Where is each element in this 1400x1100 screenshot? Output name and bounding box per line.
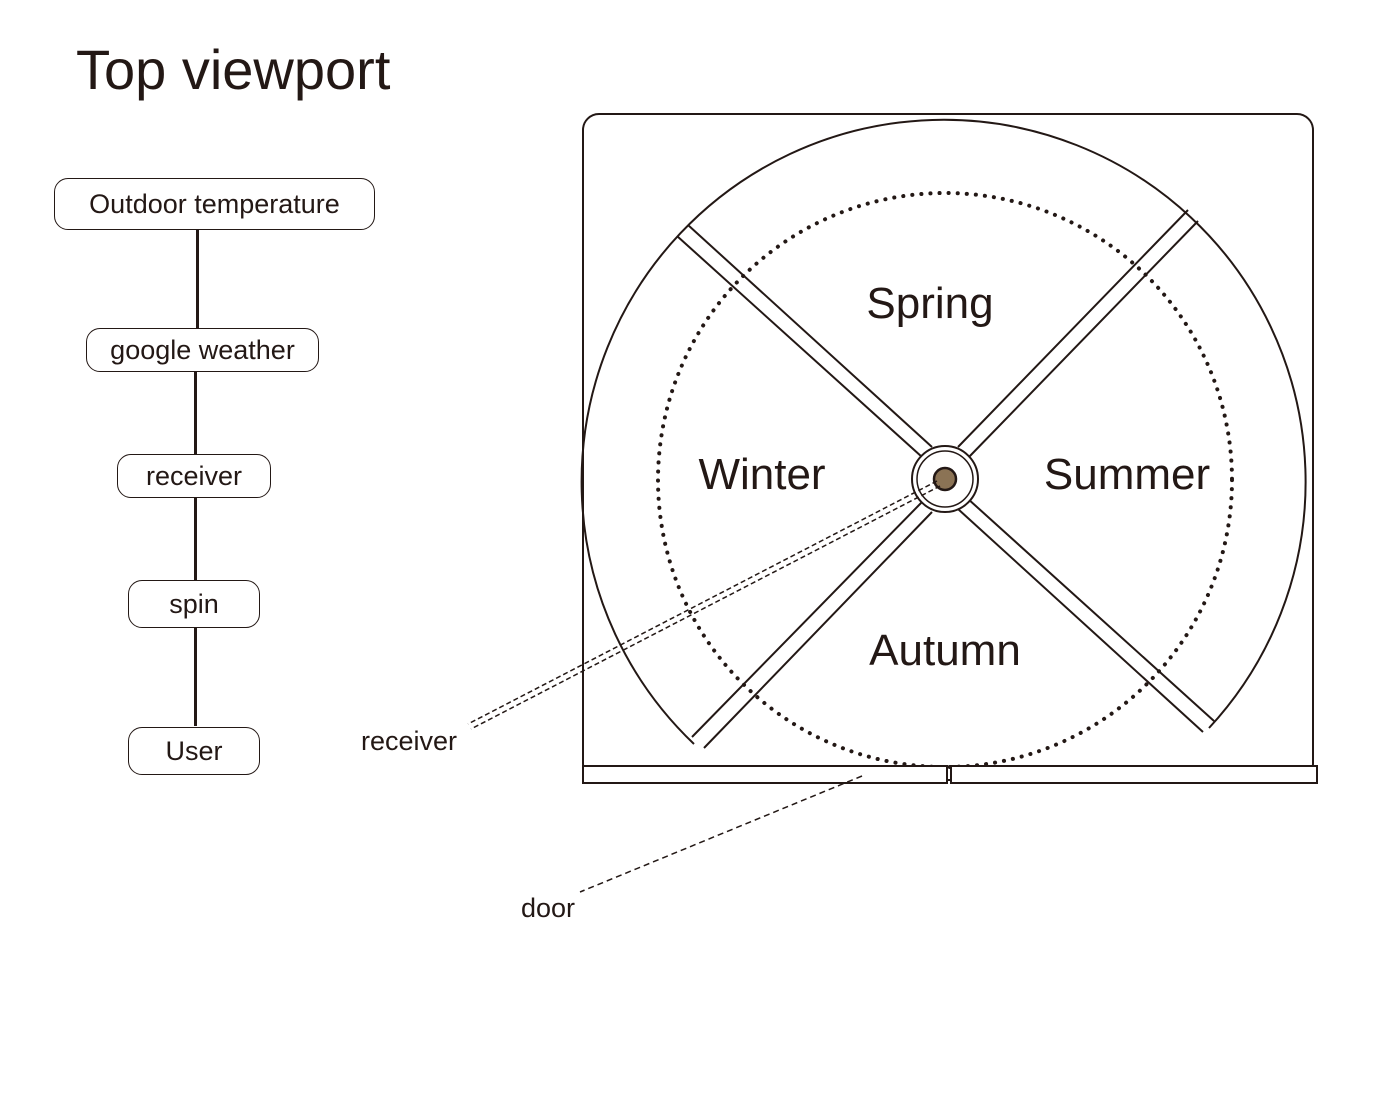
season-label-summer: Summer — [1044, 450, 1210, 499]
dial-dotted-ring — [656, 191, 1234, 769]
connector-temperature-to-weather — [196, 228, 199, 330]
receiver-callout-label: receiver — [361, 726, 457, 756]
season-label-autumn: Autumn — [869, 626, 1021, 675]
flow-node-receiver: receiver — [117, 454, 271, 498]
connector-receiver-to-spin — [194, 496, 197, 582]
dial-outer-arc — [580, 118, 1307, 745]
connector-weather-to-receiver — [194, 370, 197, 456]
flow-node-google-weather: google weather — [86, 328, 319, 372]
season-label-spring: Spring — [866, 279, 993, 328]
door-callout-leader — [579, 775, 863, 893]
dial-doors — [582, 765, 1318, 784]
door-callout-label: door — [521, 893, 575, 923]
connector-spin-to-user — [194, 626, 197, 726]
flow-node-outdoor-temperature: Outdoor temperature — [54, 178, 375, 230]
season-label-winter: Winter — [698, 450, 825, 499]
door-left-panel — [582, 765, 948, 784]
door-right-panel — [950, 765, 1318, 784]
dial-hub-receiver — [932, 466, 958, 492]
dial-spokes — [676, 209, 1215, 749]
receiver-callout-leader — [467, 480, 941, 730]
flow-node-spin: spin — [128, 580, 260, 628]
flow-node-user: User — [128, 727, 260, 775]
dial-hub-ring-inner — [916, 450, 974, 508]
page-title: Top viewport — [76, 38, 391, 101]
